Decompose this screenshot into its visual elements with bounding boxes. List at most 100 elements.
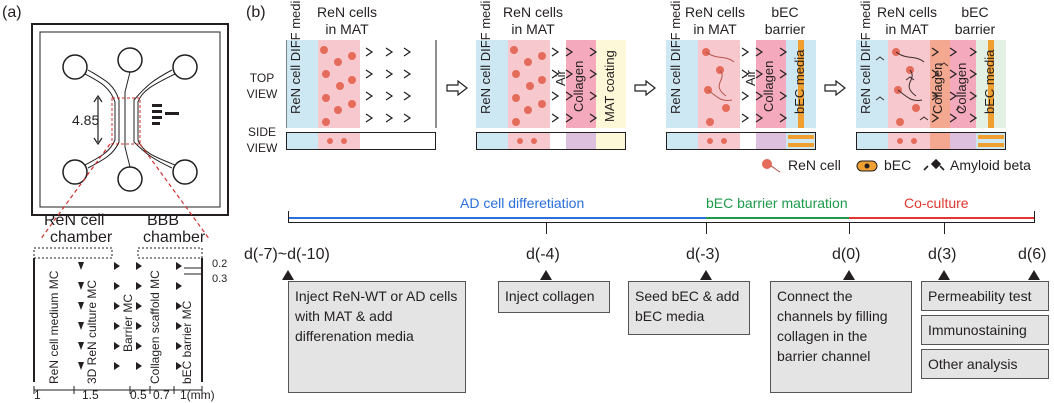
panel-b-label: (b)	[246, 4, 266, 21]
tick-3	[849, 222, 850, 234]
width-label-5: 1(mm)	[180, 388, 215, 402]
phase-bec-line	[706, 217, 849, 219]
chamber-left-line2: chamber	[50, 229, 113, 246]
width-label-2: 1.5	[82, 388, 99, 402]
day-label-2: d(-3)	[686, 246, 720, 263]
step2-lane-label-3: Collagen	[571, 60, 586, 112]
tick-2	[706, 222, 707, 234]
chamber-left-line1: ReN cell	[44, 212, 105, 229]
legend-bec-icon	[856, 160, 878, 172]
step2-lane-label-2: Air	[553, 70, 568, 86]
panel-a-label: (a)	[2, 4, 22, 21]
step4-lane-label-3: Collagen	[954, 62, 969, 114]
channel-label-2: 3D ReN culture MC	[85, 279, 99, 384]
step2-header-l1: ReN cells	[503, 4, 563, 20]
step4-lane-label-4: bEC media	[982, 49, 997, 114]
step3-header: ReN cells in MAT	[680, 4, 750, 38]
tick-1	[546, 222, 547, 234]
timeline-axis	[288, 222, 1035, 223]
step3-header2-l2: barrier	[764, 21, 806, 37]
day-marker-2	[700, 270, 712, 280]
phase-coculture-label: Co-culture	[904, 195, 969, 211]
step3-lane-label-2: Air	[743, 70, 758, 86]
width-label-3: 0.5	[130, 388, 147, 402]
step-arrow-1	[446, 80, 468, 96]
day-label-5: d(6)	[1018, 246, 1047, 263]
step-box-immunostaining: Immunostaining	[921, 315, 1049, 345]
chamber-left-label: ReN cell chamber	[44, 212, 112, 246]
top-view-label: TOP VIEW	[246, 71, 278, 101]
step-box-connect-channels: Connect the channels by filling collagen…	[770, 281, 912, 393]
step1-header-l2: in MAT	[325, 21, 369, 37]
width-label-4: 0.7	[153, 388, 170, 402]
step3-header2-l1: bEC	[771, 4, 799, 20]
step2-topview	[476, 40, 626, 128]
step3-header-l1: ReN cells	[685, 4, 745, 20]
day-marker-0	[282, 270, 294, 280]
step2-lane-label-1: ReN cell DIFF media	[478, 0, 493, 114]
step1-sideview	[286, 132, 436, 150]
tick-5	[1034, 211, 1035, 223]
step4-lane-label-1: ReN cell DIFF media	[858, 0, 873, 114]
step2-sideview	[476, 132, 626, 150]
step4-header2-l2: barrier	[954, 21, 996, 37]
tick-4	[944, 222, 945, 234]
step2-header-l2: in MAT	[511, 21, 555, 37]
step4-header-l2: in MAT	[885, 21, 929, 37]
dimension-label: 4.85	[72, 112, 100, 128]
legend-ren-cell: ReN cell	[788, 157, 841, 173]
day-label-1: d(-4)	[526, 246, 560, 263]
step-box-inject-cells: Inject ReN-WT or AD cells with MAT & add…	[288, 281, 466, 393]
day-marker-1	[540, 270, 552, 280]
day-marker-4	[938, 270, 950, 280]
gap-bottom-label: 0.3	[212, 273, 228, 285]
phase-ad-line	[288, 217, 706, 219]
step3-header2: bEC barrier	[760, 4, 810, 38]
phase-ad-label: AD cell differetiation	[460, 195, 585, 211]
phase-coculture-line	[849, 217, 1035, 219]
channel-label-1: ReN cell medium MC	[47, 270, 61, 384]
zoom-lines	[39, 143, 211, 241]
step-box-seed-bec: Seed bEC & add bEC media	[628, 281, 750, 335]
channel-label-5: bEC barrier MC	[180, 300, 194, 384]
step3-lane-label-3: Collagen	[761, 60, 776, 112]
step2-header: ReN cells in MAT	[498, 4, 568, 38]
step4-header2-l1: bEC	[961, 4, 989, 20]
phase-bec-label: bEC barrier maturation	[706, 195, 848, 211]
step2-lane-label-4: MAT coating	[602, 50, 617, 122]
step4-lane-label-2: Collagen	[930, 62, 945, 114]
step3-sideview	[666, 132, 816, 150]
step3-lane-label-1: ReN cell DIFF media	[668, 0, 683, 114]
side-view-label: SIDE VIEW	[246, 125, 278, 155]
day-label-0: d(-7)~d(-10)	[244, 246, 330, 263]
step3-header-l2: in MAT	[693, 21, 737, 37]
step4-topview	[856, 40, 1006, 128]
legend-ren-cell-icon	[762, 159, 781, 173]
step-arrow-2	[634, 80, 656, 96]
day-marker-3	[843, 270, 855, 280]
day-marker-5	[1028, 270, 1040, 280]
step4-header-l1: ReN cells	[877, 4, 937, 20]
gap-top-label: 0.2	[212, 258, 228, 270]
step1-topview	[286, 40, 437, 128]
channel-detail	[33, 247, 203, 394]
tick-0	[288, 211, 289, 223]
step-box-inject-collagen: Inject collagen	[498, 281, 610, 313]
step4-header2: bEC barrier	[950, 4, 1000, 38]
chamber-right-label: BBB chamber	[143, 212, 205, 246]
chip-schematic	[31, 23, 229, 216]
step1-header: ReN cells in MAT	[312, 4, 382, 38]
chamber-right-line2: chamber	[143, 229, 206, 246]
step-arrow-3	[824, 80, 846, 96]
step-box-other-analysis: Other analysis	[921, 349, 1049, 379]
day-label-4: d(3)	[928, 246, 957, 263]
amyloid-beta-icon	[923, 158, 945, 171]
step4-header: ReN cells in MAT	[872, 4, 942, 38]
step1-lane-media	[286, 40, 318, 128]
chamber-right-line1: BBB	[147, 212, 180, 229]
channel-label-3: Barrier MC	[121, 293, 135, 352]
channel-label-4: Collagen scaffold MC	[148, 270, 162, 384]
step1-lane-label: ReN cell DIFF media	[288, 0, 303, 114]
step4-sideview	[856, 132, 1006, 150]
legend-bec: bEC	[884, 157, 912, 173]
